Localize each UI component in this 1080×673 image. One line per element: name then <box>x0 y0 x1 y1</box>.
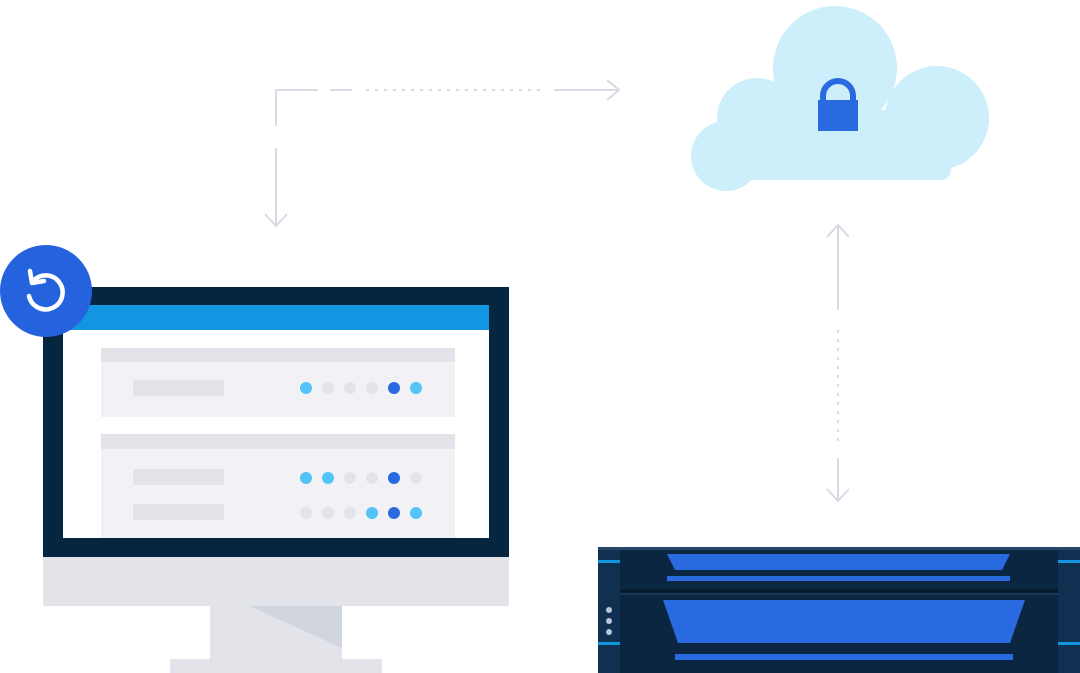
status-dot-grey <box>300 507 312 519</box>
placeholder-bar <box>133 469 224 485</box>
monitor-titlebar <box>63 305 489 330</box>
cloud-icon <box>691 6 989 191</box>
status-dot-light <box>300 382 312 394</box>
server-rail-accent-left-2 <box>598 642 620 645</box>
status-dots-row <box>300 472 422 484</box>
connector-arrows <box>264 79 850 503</box>
status-dot-dark <box>388 507 400 519</box>
status-dot-dark <box>388 472 400 484</box>
status-dot-light <box>410 382 422 394</box>
status-dot-light <box>410 507 422 519</box>
backup-panel-2 <box>101 434 455 538</box>
status-dot-light <box>366 507 378 519</box>
status-dot-light <box>300 472 312 484</box>
backup-panel-1 <box>101 348 455 417</box>
monitor-cloud-connector <box>264 79 621 228</box>
lock-icon <box>818 78 858 131</box>
monitor-chin <box>43 556 509 606</box>
server-rail-accent-right <box>1058 560 1080 563</box>
monitor-stand-shadow <box>247 605 342 648</box>
arrowhead-right <box>606 79 621 101</box>
server-edge-top <box>598 547 1080 550</box>
server-rail-accent-right-2 <box>1058 642 1080 645</box>
status-dot-grey <box>366 472 378 484</box>
server-rack-icon <box>598 547 1080 673</box>
monitor-icon <box>43 287 509 673</box>
arrowhead-up <box>826 223 850 238</box>
server-unit-1-panel <box>667 554 1010 570</box>
server-unit-1-strip <box>667 576 1010 581</box>
status-dots-row <box>300 507 422 519</box>
server-rail-accent-left <box>598 560 620 563</box>
status-dot-grey <box>322 382 334 394</box>
cloud-server-connector <box>826 223 850 503</box>
status-dot-dark <box>388 382 400 394</box>
monitor-stand-base <box>170 659 382 673</box>
restore-badge[interactable] <box>0 245 92 337</box>
panel-header <box>101 348 455 362</box>
arrowhead-down-monitor <box>264 213 288 228</box>
status-dot-grey <box>410 472 422 484</box>
server-unit-2-panel <box>663 600 1025 643</box>
server-rail-right <box>1058 550 1080 673</box>
status-dot-grey <box>322 507 334 519</box>
status-dot-light <box>322 472 334 484</box>
placeholder-bar <box>133 380 224 396</box>
restore-icon <box>26 268 65 312</box>
panel-header <box>101 434 455 449</box>
server-status-leds <box>606 607 612 635</box>
status-dots-row <box>300 382 422 394</box>
status-dot-grey <box>366 382 378 394</box>
arrowhead-down-server <box>826 488 850 503</box>
server-unit-2-strip <box>675 654 1013 660</box>
status-dot-grey <box>344 507 356 519</box>
status-dot-grey <box>344 472 356 484</box>
status-dot-grey <box>344 382 356 394</box>
placeholder-bar <box>133 504 224 520</box>
